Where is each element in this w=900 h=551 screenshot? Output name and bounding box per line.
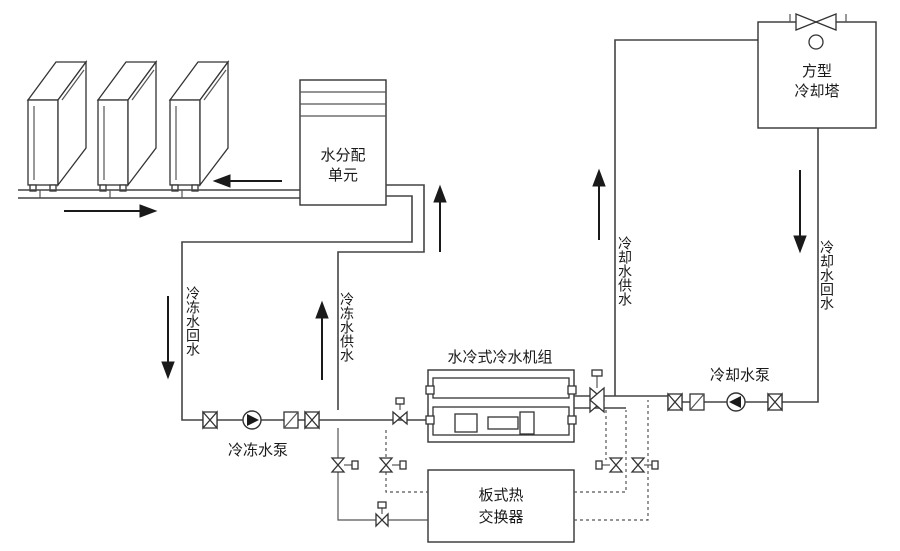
plate-heat-exchanger: 板式热 交换器 xyxy=(427,469,575,543)
bypass-valve-right-2 xyxy=(630,457,659,473)
water-distribution-unit-label-1: 水分配 xyxy=(320,146,365,164)
plate-heat-exchanger-label-2: 交换器 xyxy=(478,508,523,526)
rack-pipes xyxy=(18,189,300,199)
bypass-valve-left-3 xyxy=(375,501,389,528)
cooling-water-return-label: 冷却水回水 xyxy=(818,240,834,310)
chilled-valve-2 xyxy=(304,410,320,430)
cooling-water-pump-label: 冷却水泵 xyxy=(710,366,770,384)
server-racks xyxy=(26,60,230,192)
chilled-check-valve xyxy=(283,411,299,429)
cooling-valve-1 xyxy=(667,392,683,412)
flow-arrow-up-cooling-supply xyxy=(592,168,606,240)
square-cooling-tower-label-1: 方型 xyxy=(802,62,832,80)
flow-arrow-down-chilled-return xyxy=(161,296,175,380)
plate-heat-exchanger-label-1: 板式热 xyxy=(478,486,523,504)
chilled-water-return-label: 冷冻水回水 xyxy=(184,286,200,356)
flow-arrow-right xyxy=(64,204,158,218)
server-rack-2 xyxy=(96,60,158,192)
chilled-water-pump-icon xyxy=(242,410,262,430)
water-cooled-chiller-label: 水冷式冷水机组 xyxy=(447,348,552,366)
flow-arrow-left xyxy=(212,174,282,188)
cooling-three-way-valve xyxy=(589,369,605,414)
chiller-inlet-valve xyxy=(392,397,408,426)
flow-arrow-down-cooling-return xyxy=(793,170,807,254)
bypass-valve-left-2 xyxy=(378,457,407,473)
distribution-pipes xyxy=(181,184,425,421)
chilled-valve-1 xyxy=(202,410,218,430)
cooling-check-valve xyxy=(689,393,705,411)
cooling-water-supply-label: 冷却水供水 xyxy=(616,236,632,306)
flow-arrow-up-chilled-supply xyxy=(315,300,329,380)
water-distribution-unit: 水分配 单元 xyxy=(299,79,387,206)
bypass-valve-right-1 xyxy=(595,457,624,473)
cooling-water-pump-icon xyxy=(726,392,746,412)
chilled-water-supply-label: 冷冻水供水 xyxy=(338,292,354,362)
server-rack-1 xyxy=(26,60,88,192)
bypass-valve-left-1 xyxy=(330,457,359,473)
cooling-valve-2 xyxy=(767,392,783,412)
square-cooling-tower: 方型 冷却塔 xyxy=(757,13,877,129)
water-cooled-chiller xyxy=(425,369,577,443)
flow-arrow-up-distribution xyxy=(433,184,447,252)
square-cooling-tower-label-2: 冷却塔 xyxy=(794,82,839,100)
server-rack-3 xyxy=(168,60,230,192)
chilled-water-pump-label: 冷冻水泵 xyxy=(228,441,288,459)
exchanger-bypass-right xyxy=(574,400,649,521)
water-distribution-unit-label-2: 单元 xyxy=(328,166,358,184)
